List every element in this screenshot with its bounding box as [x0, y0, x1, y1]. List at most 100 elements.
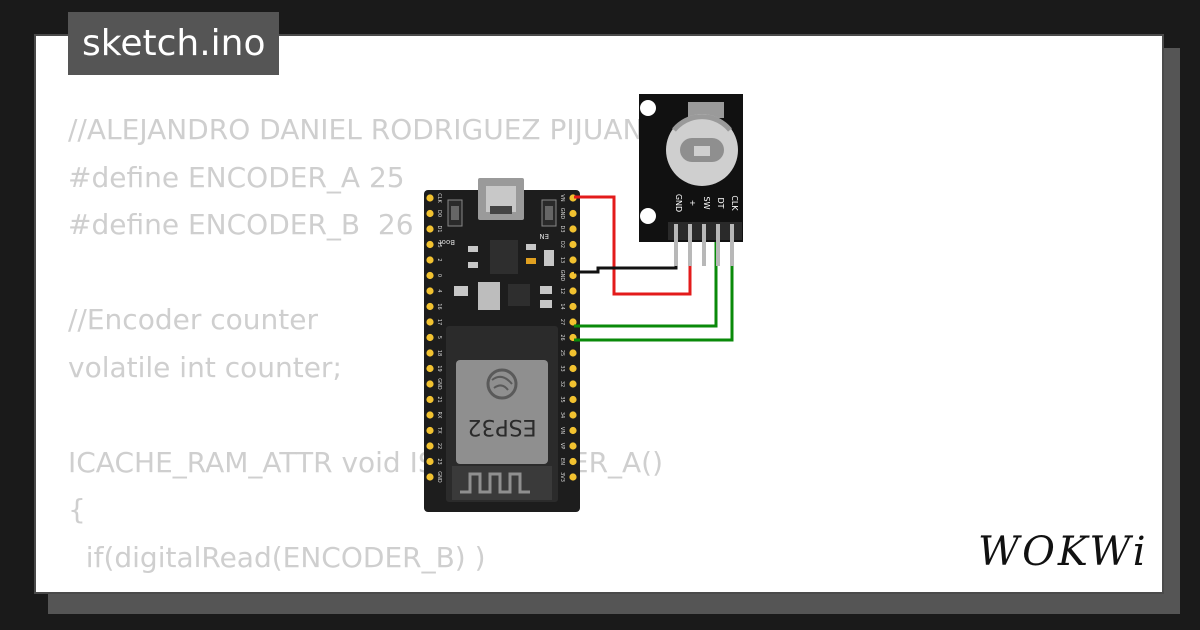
smd-component — [540, 286, 552, 294]
pin-label: 34 — [559, 412, 565, 418]
pin-label: 25 — [559, 350, 565, 356]
encoder-pin-label: GND — [674, 194, 683, 212]
esp32-board[interactable]: Boot EN ESP32 CLKD0D115204161751819GND21… — [424, 178, 580, 512]
esp32-chip-label: ESP32 — [467, 414, 536, 439]
file-tab[interactable]: sketch.ino — [68, 12, 280, 75]
usb-uart-chip — [490, 240, 518, 274]
pin-pad[interactable] — [426, 240, 434, 249]
wire-signal-dt[interactable] — [574, 234, 718, 328]
pin-pad[interactable] — [569, 426, 577, 435]
pin-label: 4 — [436, 289, 442, 292]
regulator-chip — [478, 282, 500, 310]
pin-label: 18 — [436, 350, 442, 356]
pin-label: 35 — [559, 396, 565, 402]
pin-pad[interactable] — [569, 271, 577, 280]
encoder-pin[interactable] — [688, 224, 692, 266]
encoder-terminals — [688, 102, 724, 118]
pin-pad[interactable] — [569, 318, 577, 326]
pin-label: 26 — [559, 334, 565, 340]
pin-label: EN — [559, 458, 565, 465]
esp32-shield — [456, 360, 548, 464]
preview-card: //ALEJANDRO DANIEL RODRIGUEZ PIJUAN#defi… — [34, 34, 1164, 594]
pin-pad[interactable] — [569, 457, 577, 466]
wire-power[interactable] — [574, 195, 692, 296]
pin-label: 27 — [559, 319, 565, 325]
smd-component — [526, 244, 536, 250]
pin-pad[interactable] — [569, 364, 577, 373]
pin-pad[interactable] — [426, 302, 434, 311]
wire-signal-clk[interactable] — [574, 234, 734, 342]
pin-pad[interactable] — [569, 240, 577, 249]
pin-pad[interactable] — [426, 318, 434, 326]
pin-pad[interactable] — [569, 209, 577, 218]
pin-pad[interactable] — [569, 380, 577, 388]
smd-component — [454, 286, 468, 296]
code-line: //ALEJANDRO DANIEL RODRIGUEZ PIJUAN — [68, 113, 644, 146]
pin-label: D1 — [436, 225, 442, 232]
pin-label: RX — [436, 412, 442, 419]
pin-pad[interactable] — [569, 411, 577, 419]
pin-pad[interactable] — [426, 287, 434, 295]
pin-pad[interactable] — [426, 395, 434, 404]
pin-label: 12 — [559, 288, 565, 294]
pin-label: 17 — [436, 319, 442, 325]
pin-pad[interactable] — [426, 225, 434, 233]
code-line: { — [68, 493, 86, 526]
encoder-pin-label: + — [688, 200, 697, 207]
pin-label: 16 — [436, 303, 442, 309]
pin-pad[interactable] — [426, 442, 434, 450]
pin-pad[interactable] — [426, 473, 434, 481]
en-label: EN — [539, 232, 549, 240]
pin-label: D3 — [559, 225, 565, 232]
mount-hole — [640, 100, 656, 116]
pin-pad[interactable] — [569, 287, 577, 295]
encoder-pin-label: CLK — [730, 195, 739, 211]
pin-pad[interactable] — [569, 349, 577, 357]
encoder-pin[interactable] — [702, 224, 706, 266]
smd-component — [526, 258, 536, 264]
pin-pad[interactable] — [426, 333, 434, 342]
pin-pad[interactable] — [569, 473, 577, 481]
pin-pad[interactable] — [426, 411, 434, 419]
boot-button-cap — [451, 206, 459, 220]
pin-label: 23 — [436, 458, 442, 464]
pin-pad[interactable] — [426, 256, 434, 264]
pin-pad[interactable] — [569, 302, 577, 311]
pin-pad[interactable] — [569, 256, 577, 264]
encoder-pin[interactable] — [716, 224, 720, 266]
pin-pad[interactable] — [426, 380, 434, 388]
pin-label: 13 — [559, 257, 565, 263]
pin-label: 32 — [559, 381, 565, 387]
wokwi-logo: WOKWi — [978, 529, 1149, 575]
espressif-logo-icon — [486, 368, 518, 400]
pin-pad[interactable] — [569, 225, 577, 233]
encoder-pin[interactable] — [674, 224, 678, 266]
code-line: volatile int counter; — [68, 350, 342, 384]
smd-component — [468, 262, 478, 268]
regulator-ic — [508, 284, 530, 306]
pin-pad[interactable] — [569, 442, 577, 450]
rotate-arrows-icon — [672, 114, 732, 132]
pin-label: GND — [436, 471, 442, 483]
pin-pad[interactable] — [426, 349, 434, 357]
pin-pad[interactable] — [426, 426, 434, 435]
pin-pad[interactable] — [426, 457, 434, 466]
pin-pad[interactable] — [426, 209, 434, 218]
smd-component — [540, 300, 552, 308]
pin-pad[interactable] — [426, 271, 434, 280]
encoder-pin-label: SW — [702, 197, 711, 210]
mount-hole — [640, 208, 656, 224]
pin-pad[interactable] — [569, 395, 577, 404]
pin-pad[interactable] — [426, 194, 434, 202]
pin-label: VN — [559, 427, 565, 434]
pin-label: TX — [436, 426, 442, 434]
antenna-area — [452, 466, 552, 500]
pin-label: 14 — [559, 303, 565, 309]
encoder-pin[interactable] — [730, 224, 734, 266]
pin-label: 19 — [436, 365, 442, 371]
pin-label: 22 — [436, 443, 442, 449]
pin-pad[interactable] — [426, 364, 434, 373]
